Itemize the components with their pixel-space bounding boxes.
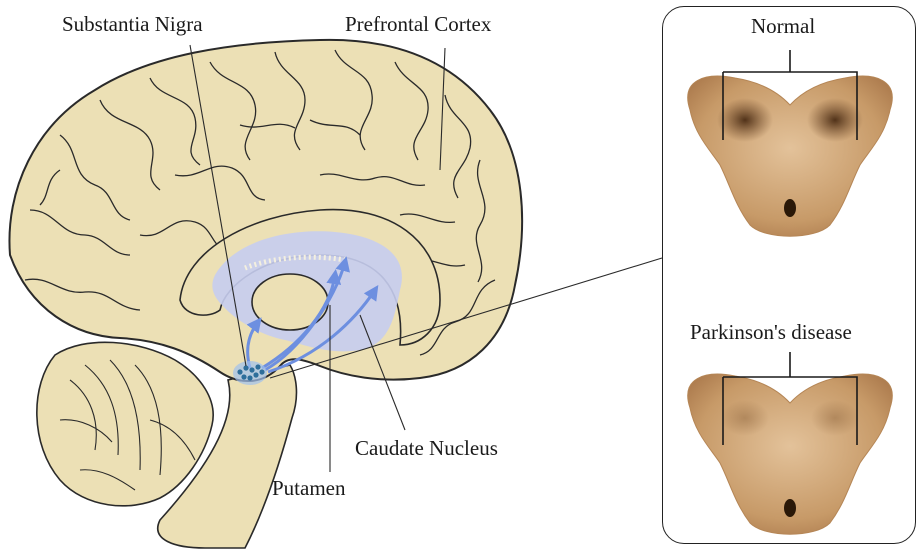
- midbrain-section-parkinsons: [688, 352, 892, 534]
- label-parkinsons-disease: Parkinson's disease: [690, 322, 852, 343]
- label-putamen: Putamen: [272, 478, 346, 499]
- midbrain-section-normal: [688, 50, 892, 236]
- label-normal: Normal: [751, 16, 815, 37]
- label-substantia-nigra: Substantia Nigra: [62, 14, 203, 35]
- label-prefrontal-cortex: Prefrontal Cortex: [345, 14, 491, 35]
- cerebellum: [37, 342, 213, 506]
- substantia-nigra-cells: [233, 361, 267, 385]
- label-caudate-nucleus: Caudate Nucleus: [355, 438, 498, 459]
